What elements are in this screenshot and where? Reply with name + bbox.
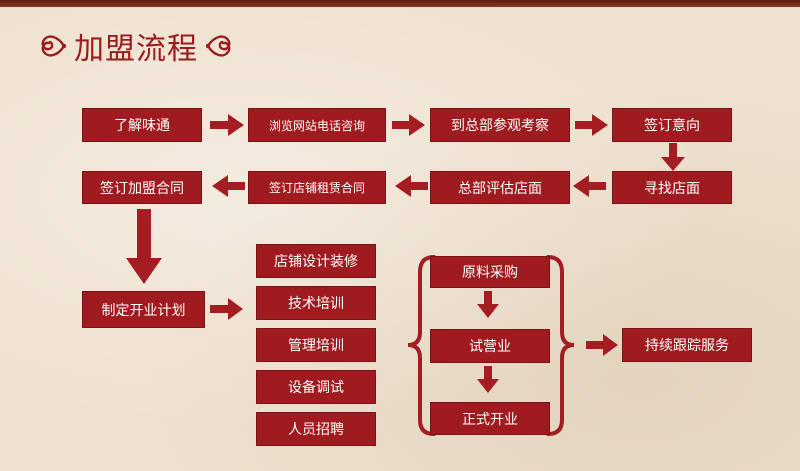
ornament-right-icon: [205, 35, 231, 57]
title-area: 加盟流程: [38, 22, 234, 70]
step-find-store: 寻找店面: [612, 171, 732, 204]
task-recruitment: 人员招聘: [256, 412, 376, 446]
step-sign-franchise: 签订加盟合同: [82, 171, 202, 204]
task-management-training: 管理培训: [256, 328, 376, 362]
step-hq-evaluate: 总部评估店面: [430, 171, 570, 204]
step-visit-hq: 到总部参观考察: [430, 108, 570, 142]
step-sign-lease: 签订店铺租赁合同: [248, 171, 386, 204]
top-border: [0, 0, 800, 7]
paper-background: [0, 7, 800, 471]
step-raw-material: 原料采购: [430, 256, 550, 288]
task-equipment-debug: 设备调试: [256, 370, 376, 404]
step-trial-operation: 试营业: [430, 329, 550, 363]
task-store-design: 店铺设计装修: [256, 244, 376, 278]
ornament-left-icon: [41, 35, 67, 57]
step-browse-consult: 浏览网站电话咨询: [248, 108, 386, 142]
step-understand: 了解味通: [82, 108, 202, 142]
page-title: 加盟流程: [74, 32, 198, 67]
task-tech-training: 技术培训: [256, 286, 376, 320]
step-ongoing-service: 持续跟踪服务: [622, 328, 752, 362]
step-sign-intent: 签订意向: [612, 108, 732, 142]
step-opening-plan: 制定开业计划: [82, 291, 205, 328]
step-official-opening: 正式开业: [430, 402, 550, 435]
